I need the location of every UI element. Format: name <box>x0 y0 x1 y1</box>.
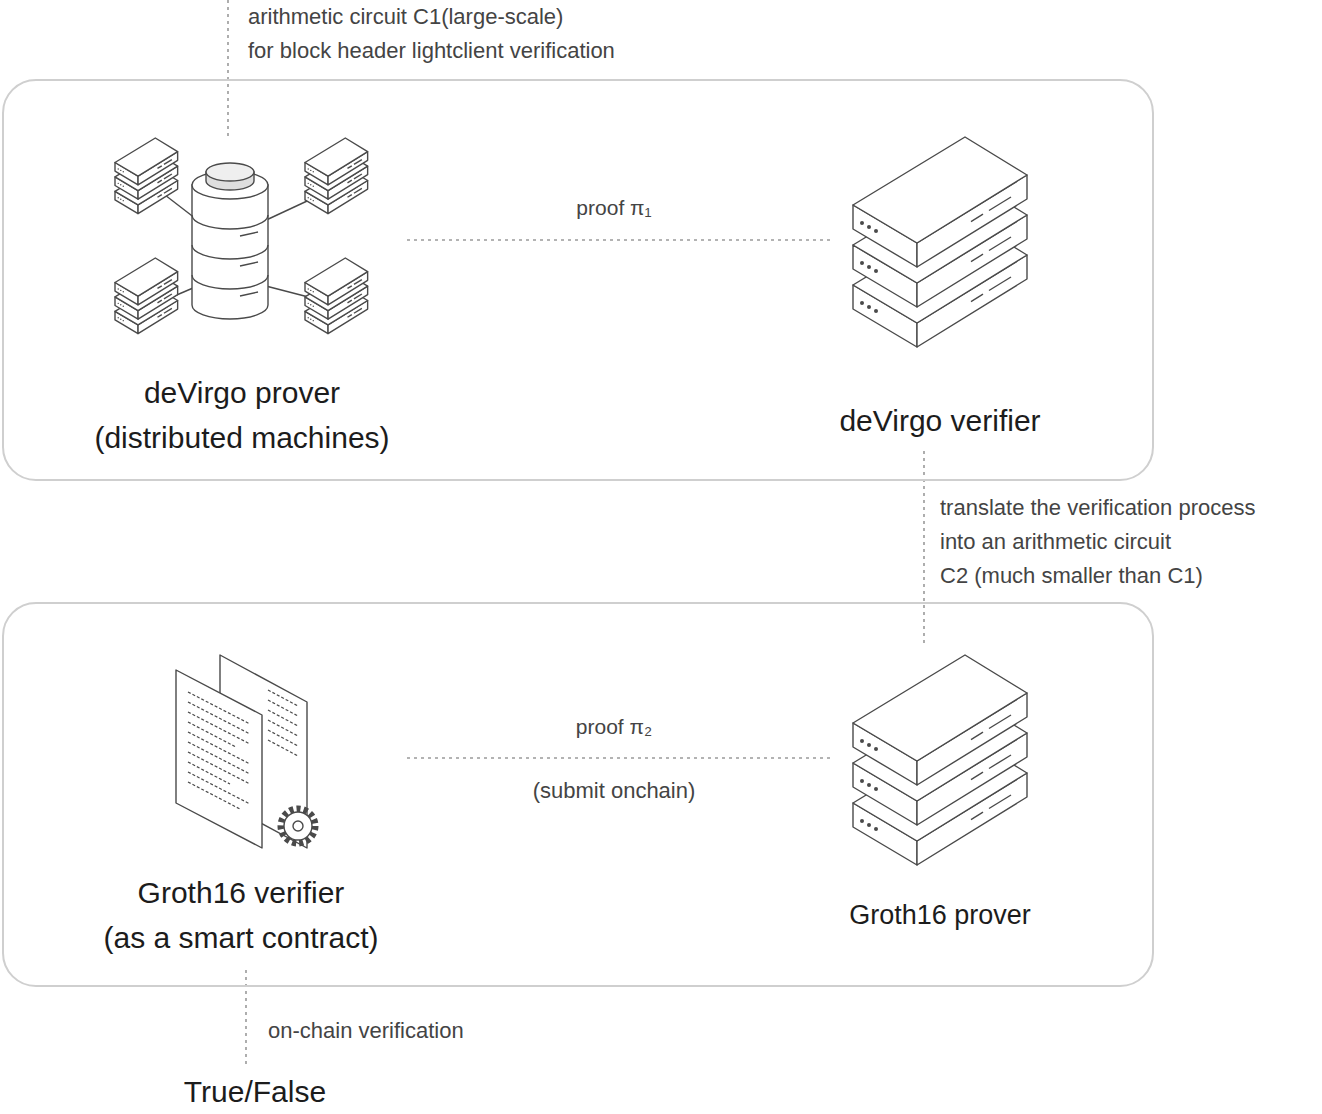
annotation-text: True/False <box>184 1075 326 1109</box>
prover-server: Groth16 prover <box>830 645 1050 943</box>
verifier-server: deVirgo verifier <box>830 130 1050 451</box>
dotted-connector <box>407 239 830 241</box>
prover-cluster: deVirgo prover (distributed machines) <box>77 130 407 468</box>
edge-label: translate the verification process into … <box>936 491 1260 593</box>
node-label: Groth16 prover <box>849 895 1031 935</box>
node-label: deVirgo prover (distributed machines) <box>94 370 389 460</box>
group-panel: deVirgo prover (distributed machines) deV… <box>2 79 1154 481</box>
node-label: deVirgo verifier <box>839 398 1040 443</box>
node-label: Groth16 verifier (as a smart contract) <box>103 870 378 960</box>
annotation-text: arithmetic circuit C1(large-scale) for b… <box>248 0 615 68</box>
contract-verifier: Groth16 verifier (as a smart contract) <box>76 645 406 968</box>
annotation-text: on-chain verification <box>268 1014 464 1048</box>
dotted-connector <box>406 757 830 759</box>
edge-label: proof π₂ <box>572 712 656 742</box>
edge-label: proof π₁ <box>572 193 655 223</box>
annotation-text: (submit onchain) <box>533 774 696 808</box>
